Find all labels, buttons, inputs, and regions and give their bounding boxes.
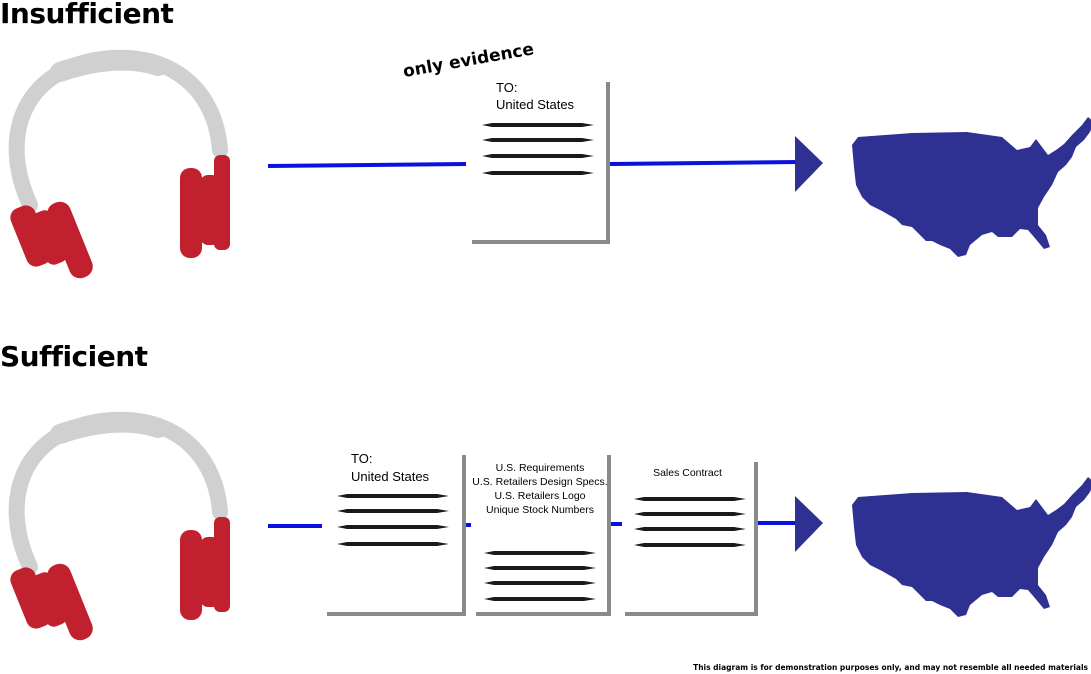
sufficient-doc3-title: Sales Contract	[653, 467, 722, 479]
sufficient-headphones-icon	[7, 420, 230, 644]
sufficient-title: Sufficient	[0, 340, 148, 373]
insufficient-document-icon	[472, 82, 610, 244]
insufficient-doc-to-value: United States	[496, 97, 575, 112]
sufficient-doc2-text-block: U.S. Requirements U.S. Retailers Design …	[470, 461, 610, 517]
doc2-line-3: U.S. Retailers Logo	[494, 490, 586, 502]
sufficient-document-2-icon	[476, 455, 611, 616]
insufficient-flow-line-1	[267, 162, 467, 168]
footnote: This diagram is for demonstration purpos…	[693, 663, 1088, 672]
sufficient-document-1-icon	[327, 455, 466, 616]
insufficient-arrowhead-icon	[795, 136, 823, 192]
doc2-line-4: Unique Stock Numbers	[486, 504, 594, 516]
sufficient-document-3-icon	[625, 462, 758, 616]
doc2-line-1: U.S. Requirements	[495, 462, 585, 474]
insufficient-usa-map-icon	[852, 117, 1091, 257]
insufficient-doc-to-label: TO:	[496, 80, 518, 95]
sufficient-doc1-to-value: United States	[351, 469, 430, 484]
sufficient-arrowhead-icon	[795, 496, 823, 552]
insufficient-title: Insufficient	[0, 0, 174, 30]
doc2-line-2: U.S. Retailers Design Specs.	[472, 476, 608, 488]
sufficient-doc1-to-label: TO:	[351, 451, 373, 466]
insufficient-flow-line-2	[609, 160, 799, 166]
insufficient-headphones-icon	[7, 58, 230, 282]
sufficient-usa-map-icon	[852, 477, 1091, 617]
